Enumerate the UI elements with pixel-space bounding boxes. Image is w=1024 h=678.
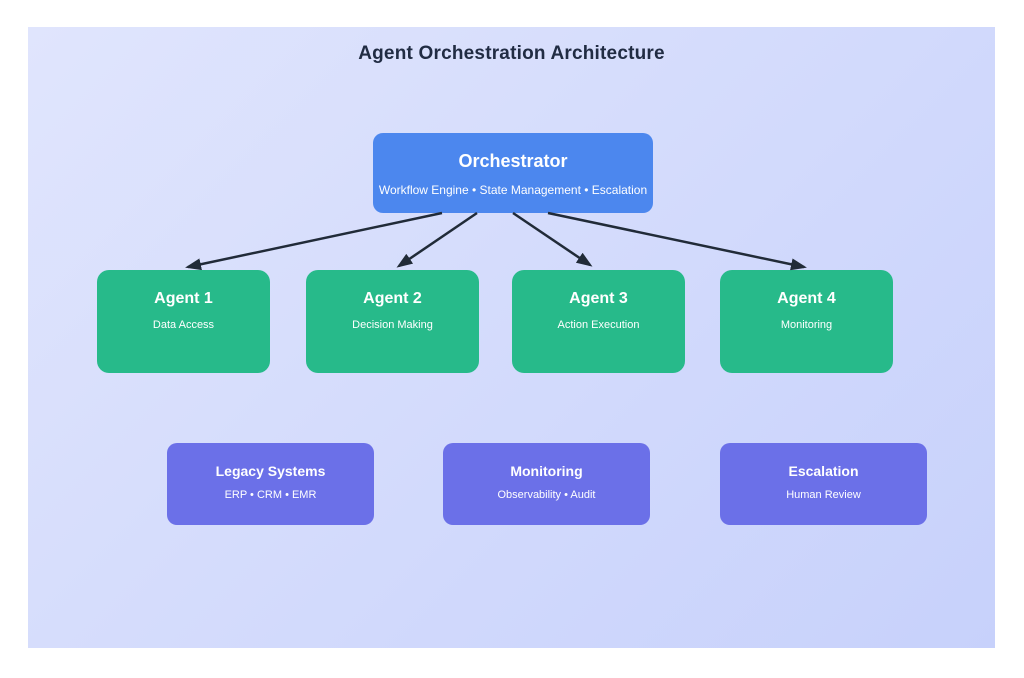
agent-4-subtitle: Monitoring <box>780 319 833 331</box>
agent-2-node: Agent 2 Decision Making <box>306 270 479 373</box>
support-node-monitoring: Monitoring Observability • Audit <box>443 443 650 525</box>
support-node-escalation: Escalation Human Review <box>720 443 927 525</box>
arrow-orchestrator-to-agent-3 <box>512 211 593 267</box>
agent-1-title: Agent 1 <box>154 290 213 307</box>
agent-2-subtitle: Decision Making <box>352 319 433 331</box>
agent-4-title: Agent 4 <box>777 290 836 307</box>
support-node-legacy-systems: Legacy Systems ERP • CRM • EMR <box>167 443 374 525</box>
orchestrator-subtitle: Workflow Engine • State Management • Esc… <box>378 183 648 197</box>
legacy-systems-subtitle: ERP • CRM • EMR <box>224 489 317 501</box>
orchestrator-title: Orchestrator <box>458 151 568 171</box>
agent-4-node: Agent 4 Monitoring <box>720 270 893 373</box>
arrow-orchestrator-to-agent-4 <box>547 211 807 271</box>
agent-3-subtitle: Action Execution <box>557 319 640 331</box>
monitoring-subtitle: Observability • Audit <box>497 489 596 501</box>
agent-2-title: Agent 2 <box>363 290 422 307</box>
agent-1-subtitle: Data Access <box>152 319 215 331</box>
diagram-title: Agent Orchestration Architecture <box>358 43 665 64</box>
orchestrator-node: Orchestrator Workflow Engine • State Man… <box>373 133 653 213</box>
arrow-orchestrator-to-agent-1 <box>185 211 443 271</box>
arrow-orchestrator-to-agent-2 <box>396 211 478 268</box>
diagram-canvas: Agent Orchestration Architecture Orchest… <box>28 27 995 648</box>
escalation-title: Escalation <box>788 463 859 479</box>
legacy-systems-title: Legacy Systems <box>215 463 326 479</box>
agent-3-node: Agent 3 Action Execution <box>512 270 685 373</box>
escalation-subtitle: Human Review <box>786 489 861 501</box>
agent-3-title: Agent 3 <box>569 290 628 307</box>
monitoring-title: Monitoring <box>510 463 583 479</box>
agent-1-node: Agent 1 Data Access <box>97 270 270 373</box>
